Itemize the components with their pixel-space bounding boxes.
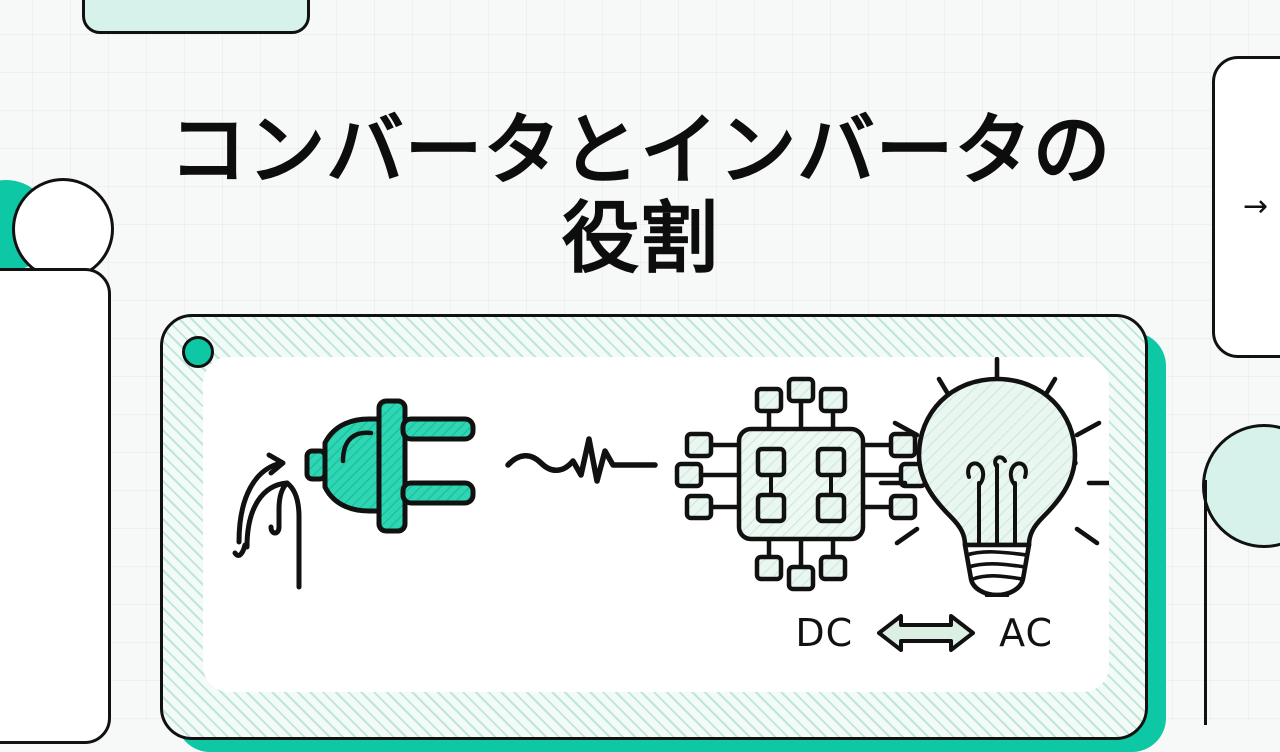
top-mint-bar-decoration <box>82 0 310 34</box>
page-title: コンバータとインバータの役割 <box>168 106 1111 284</box>
dc-ac-conversion-row: DC AC <box>203 598 1109 668</box>
lightbulb-icon <box>878 356 1112 608</box>
illustration-card-corner-dot <box>182 336 214 368</box>
arrow-right-icon: → <box>1243 189 1269 224</box>
ac-label: AC <box>999 611 1053 655</box>
right-mint-circle-decoration <box>1202 424 1280 548</box>
illustration-svg <box>232 356 1112 608</box>
waveform-left-icon <box>505 436 658 484</box>
left-white-panel-decoration <box>0 268 111 744</box>
power-plug-body <box>304 398 476 534</box>
right-vertical-line-decoration <box>1204 480 1207 725</box>
double-arrow-icon <box>877 614 976 652</box>
next-arrow-button[interactable]: → <box>1212 56 1280 358</box>
dc-label: DC <box>795 611 854 655</box>
power-plug-icon <box>232 452 302 590</box>
illustration-row <box>203 356 1112 608</box>
